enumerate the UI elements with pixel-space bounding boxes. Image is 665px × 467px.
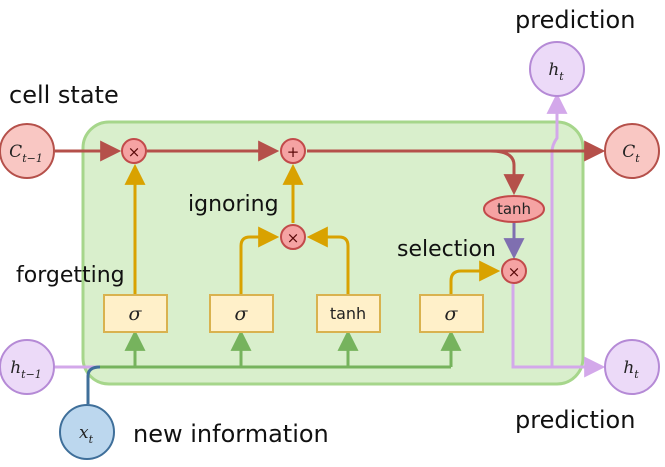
forget-gate-label: σ — [129, 303, 143, 325]
lstm-cell-box — [81, 120, 585, 386]
output-tanh-op: tanh — [483, 195, 545, 223]
cell-add-op: + — [280, 138, 306, 164]
candidate-gate: tanh — [316, 294, 381, 333]
svg-text:ht: ht — [623, 358, 639, 381]
input-gate-to-multiply — [239, 226, 280, 294]
cell-add-symbol: + — [287, 143, 300, 161]
prediction-bottom-label: prediction — [515, 406, 635, 434]
h-t-top-node: ht — [529, 41, 585, 97]
output-multiply-op: × — [501, 258, 527, 284]
svg-text:ht: ht — [548, 60, 564, 83]
input-gate-label: σ — [235, 303, 249, 325]
forgetting-label: forgetting — [16, 263, 125, 288]
svg-text:Ct: Ct — [622, 142, 640, 165]
output-tanh-label: tanh — [497, 200, 531, 218]
x-input-line — [86, 365, 101, 404]
output-multiply-symbol: × — [508, 263, 521, 281]
svg-text:Ct−1: Ct−1 — [9, 142, 43, 165]
prediction-top-label: prediction — [515, 6, 635, 34]
output-gate: σ — [419, 294, 484, 333]
svg-text:xt: xt — [79, 423, 94, 446]
c-prev-node: Ct−1 — [0, 123, 55, 179]
h-prev-node: ht−1 — [0, 339, 55, 395]
forget-multiply-op: × — [121, 138, 147, 164]
forget-multiply-symbol: × — [128, 143, 141, 161]
input-gate: σ — [209, 294, 274, 333]
output-gate-to-multiply — [449, 260, 501, 294]
new-information-label: new information — [133, 420, 329, 448]
candidate-gate-label: tanh — [330, 304, 366, 323]
input-multiply-op: × — [280, 224, 306, 250]
ignoring-label: ignoring — [188, 192, 279, 217]
candidate-to-multiply — [306, 226, 350, 294]
h-t-right-node: ht — [604, 339, 660, 395]
cell-state-label: cell state — [9, 81, 119, 109]
input-multiply-symbol: × — [287, 229, 300, 247]
output-gate-label: σ — [445, 303, 459, 325]
hidden-output-line-right — [511, 272, 606, 378]
cell-to-tanh-line — [489, 149, 525, 196]
svg-text:ht−1: ht−1 — [10, 358, 42, 381]
selection-label: selection — [397, 237, 496, 262]
forget-gate: σ — [103, 294, 168, 333]
x-t-node: xt — [59, 404, 115, 460]
c-t-node: Ct — [604, 123, 660, 179]
